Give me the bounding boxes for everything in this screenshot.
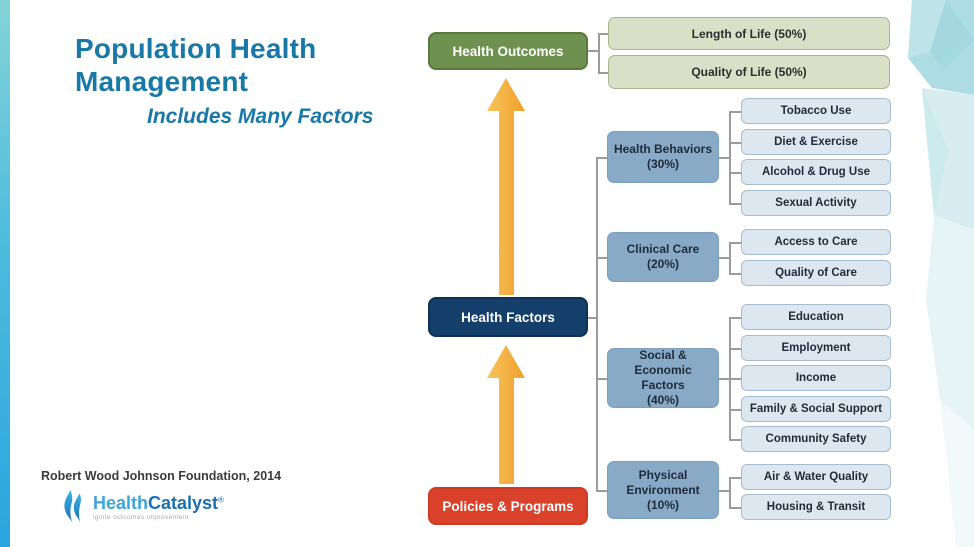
connector (596, 157, 598, 491)
connector (729, 378, 742, 380)
left-accent-bar (0, 0, 10, 547)
connector (596, 257, 608, 259)
quality-of-care-box: Quality of Care (741, 260, 891, 286)
connector (598, 33, 609, 35)
connector (719, 157, 729, 159)
diet-exercise-box: Diet & Exercise (741, 129, 891, 155)
logo-word-catalyst: Catalyst (148, 493, 219, 513)
category-label: Physical Environment (626, 467, 700, 497)
connector (729, 273, 742, 275)
up-arrow-outcomes (487, 78, 525, 295)
connector (729, 348, 742, 350)
page-title-line2: Management (75, 66, 249, 98)
connector (596, 378, 608, 380)
connector (729, 242, 731, 274)
income-box: Income (741, 365, 891, 391)
connector (729, 172, 742, 174)
category-percent: (30%) (646, 157, 679, 171)
connector (719, 257, 729, 259)
employment-box: Employment (741, 335, 891, 361)
connector (729, 111, 742, 113)
connector (729, 317, 742, 319)
community-safety-box: Community Safety (741, 426, 891, 452)
polygon-decoration (908, 0, 974, 547)
registered-mark: ® (218, 495, 224, 505)
alcohol-drug-use-box: Alcohol & Drug Use (741, 159, 891, 185)
air-water-quality-box: Air & Water Quality (741, 464, 891, 490)
sexual-activity-box: Sexual Activity (741, 190, 891, 216)
up-arrow-factors (487, 345, 525, 484)
citation-text: Robert Wood Johnson Foundation, 2014 (41, 469, 282, 483)
connector (729, 111, 731, 204)
connector (596, 157, 608, 159)
page-subtitle: Includes Many Factors (147, 105, 374, 128)
physical-environment-category-box: Physical Environment (10%) (607, 461, 719, 519)
healthcatalyst-logo: HealthCatalyst® ignite outcomes improvem… (62, 488, 224, 526)
quality-of-life-box: Quality of Life (50%) (608, 55, 890, 89)
connector (729, 242, 742, 244)
connector (729, 439, 742, 441)
connector (719, 490, 729, 492)
connector (729, 142, 742, 144)
connector (729, 477, 731, 508)
connector (598, 33, 600, 73)
category-percent: (20%) (646, 257, 679, 271)
housing-transit-box: Housing & Transit (741, 494, 891, 520)
connector (598, 72, 609, 74)
health-factors-box: Health Factors (428, 297, 588, 337)
connector (729, 507, 742, 509)
connector (729, 203, 742, 205)
page-title: Population Health Management (75, 32, 435, 98)
category-label: Health Behaviors (613, 142, 713, 156)
category-percent: (10%) (646, 497, 679, 512)
category-percent: (40%) (646, 393, 679, 407)
health-outcomes-box: Health Outcomes (428, 32, 588, 70)
healthcatalyst-flame-icon (64, 490, 81, 523)
connector (729, 477, 742, 479)
social-economic-category-box: Social & Economic Factors (40%) (607, 348, 719, 408)
tobacco-use-box: Tobacco Use (741, 98, 891, 124)
category-label: Social & Economic Factors (634, 348, 692, 392)
logo-tagline: ignite outcomes improvement (93, 514, 189, 521)
length-of-life-box: Length of Life (50%) (608, 17, 890, 50)
policies-programs-box: Policies & Programs (428, 487, 588, 525)
connector (588, 317, 597, 319)
connector (588, 50, 599, 52)
logo-wordmark: HealthCatalyst® ignite outcomes improvem… (93, 488, 224, 522)
connector (719, 378, 729, 380)
logo-word-health: Health (93, 493, 149, 513)
family-social-support-box: Family & Social Support (741, 396, 891, 422)
education-box: Education (741, 304, 891, 330)
connector (596, 490, 608, 492)
access-to-care-box: Access to Care (741, 229, 891, 255)
page-title-line1: Population Health (75, 33, 317, 64)
health-behaviors-category-box: Health Behaviors (30%) (607, 131, 719, 183)
clinical-care-category-box: Clinical Care (20%) (607, 232, 719, 282)
connector (729, 409, 742, 411)
category-label: Clinical Care (626, 242, 700, 256)
